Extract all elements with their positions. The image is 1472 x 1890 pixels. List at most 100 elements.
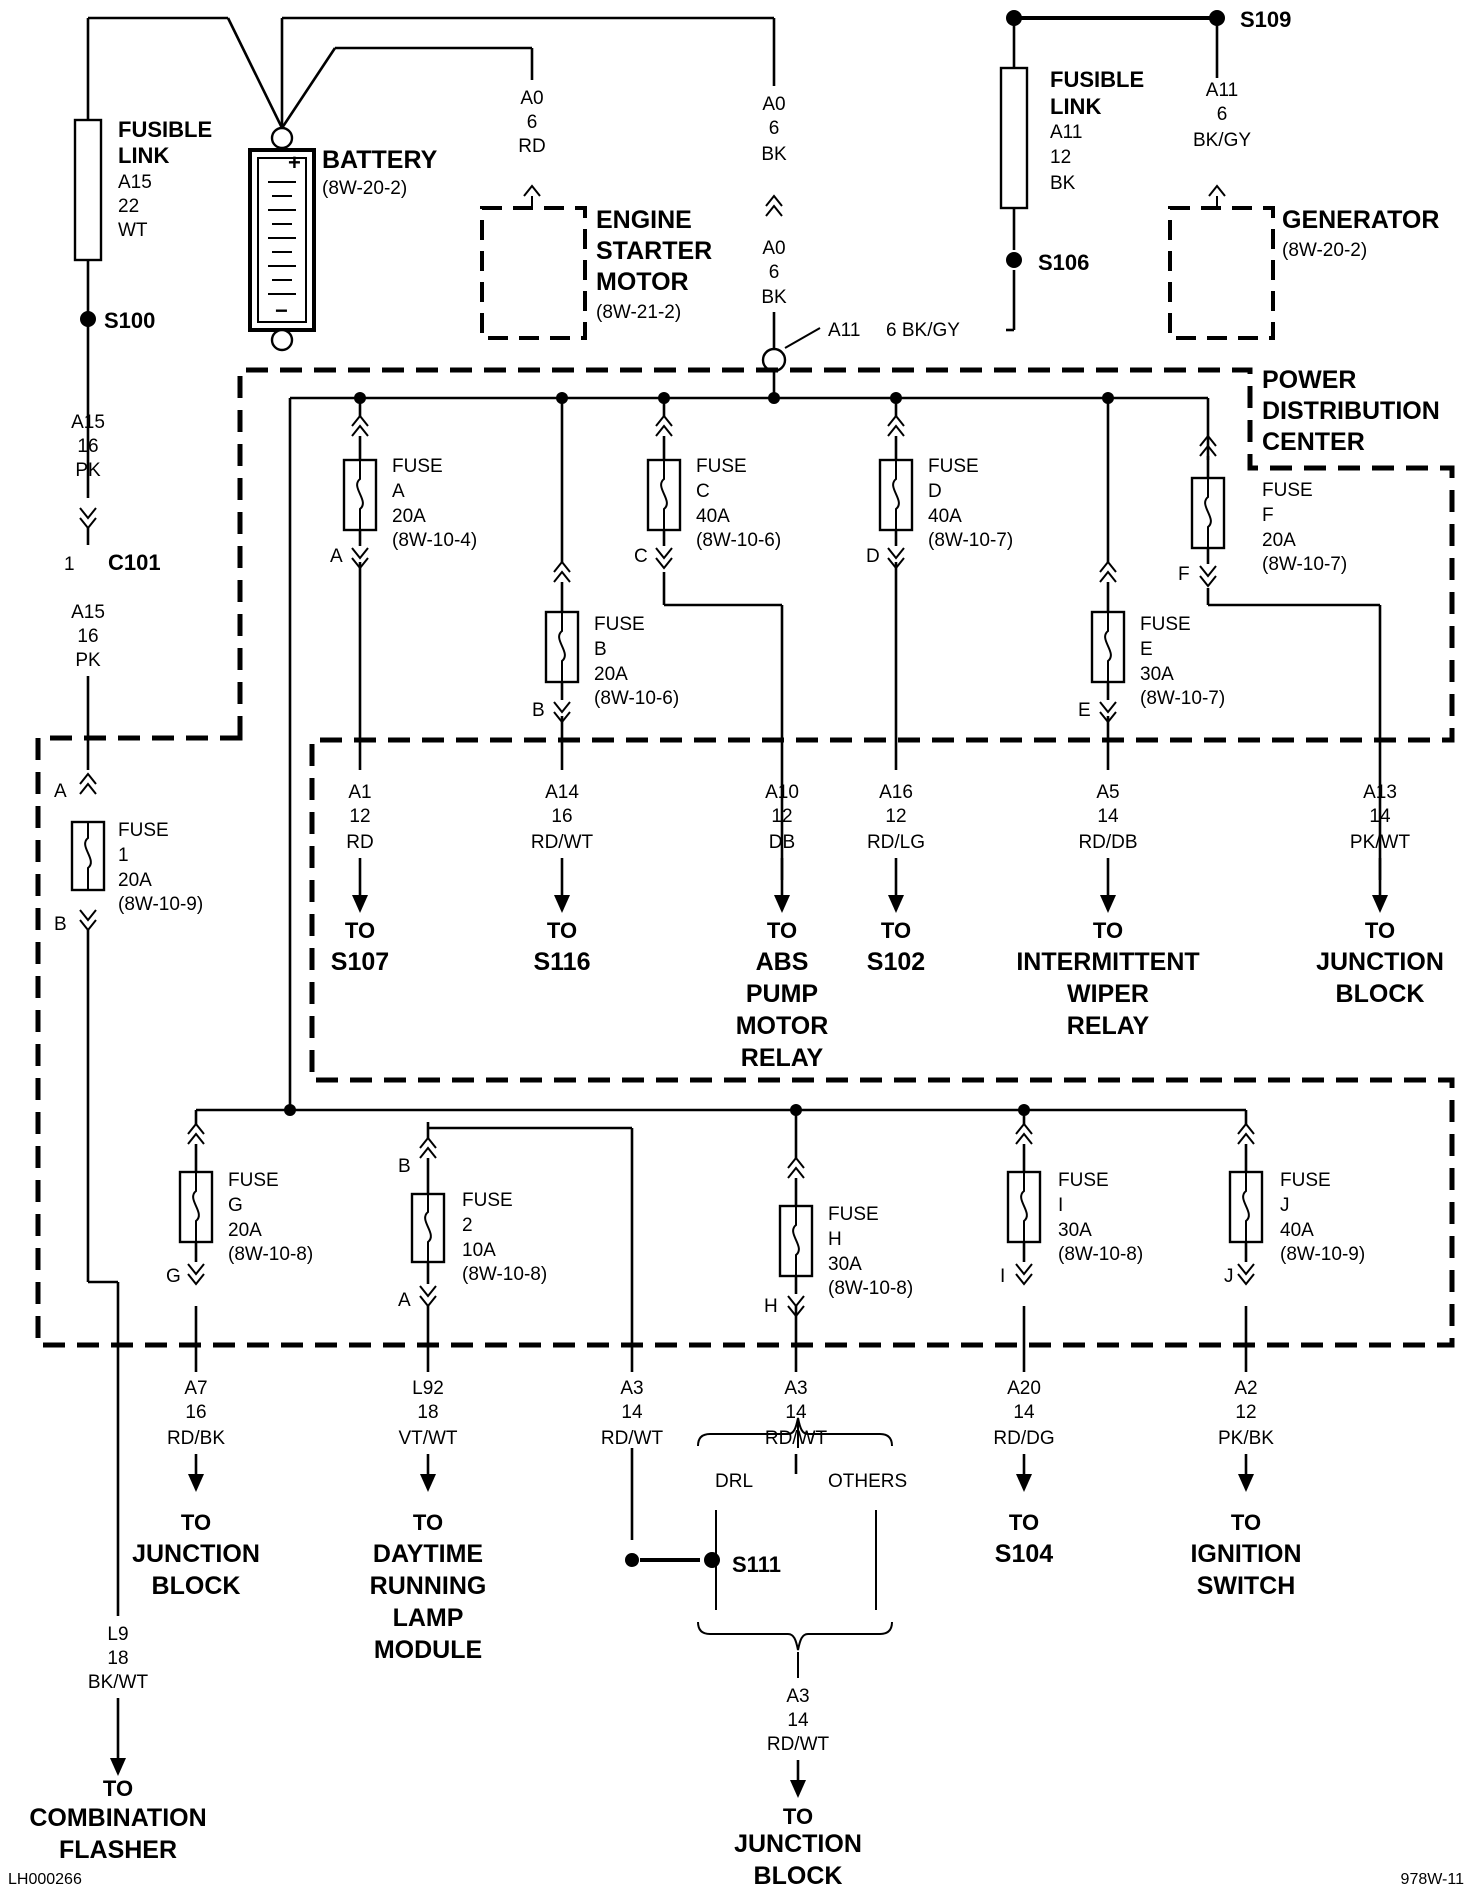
svg-text:12: 12 — [1050, 147, 1071, 168]
svg-text:(8W-10-6): (8W-10-6) — [696, 530, 781, 551]
svg-text:G: G — [166, 1266, 181, 1287]
svg-text:(8W-10-7): (8W-10-7) — [1140, 688, 1225, 709]
svg-text:14: 14 — [621, 1402, 643, 1423]
svg-text:40A: 40A — [696, 506, 730, 527]
svg-text:30A: 30A — [828, 1254, 862, 1275]
battery: + − BATTERY (8W-20-2) — [226, 16, 774, 352]
svg-text:A0: A0 — [762, 238, 785, 259]
svg-text:16: 16 — [77, 626, 98, 647]
svg-text:RD: RD — [346, 832, 373, 853]
svg-text:TO: TO — [881, 918, 911, 943]
svg-text:14: 14 — [1097, 806, 1119, 827]
svg-text:RD/WT: RD/WT — [601, 1428, 664, 1449]
svg-text:14: 14 — [1013, 1402, 1035, 1423]
svg-text:A2: A2 — [1234, 1378, 1257, 1399]
svg-text:RD/WT: RD/WT — [531, 832, 594, 853]
svg-text:MODULE: MODULE — [374, 1636, 482, 1664]
svg-text:H: H — [828, 1229, 842, 1250]
svg-text:DISTRIBUTION: DISTRIBUTION — [1262, 397, 1440, 425]
svg-text:6: 6 — [1217, 104, 1228, 125]
svg-text:1: 1 — [64, 554, 75, 575]
svg-text:RUNNING: RUNNING — [370, 1572, 487, 1600]
svg-text:C: C — [634, 546, 648, 567]
wire-a0-bk: A0 6 BK A0 6 BK A11 6 BK/GY — [761, 18, 960, 398]
svg-text:A3: A3 — [620, 1378, 643, 1399]
svg-text:RD/DB: RD/DB — [1078, 832, 1137, 853]
svg-text:12: 12 — [771, 806, 792, 827]
svg-text:J: J — [1280, 1195, 1290, 1216]
svg-text:A20: A20 — [1007, 1378, 1041, 1399]
svg-text:A15: A15 — [71, 412, 105, 433]
svg-text:TO: TO — [547, 918, 577, 943]
svg-text:(8W-10-8): (8W-10-8) — [462, 1264, 547, 1285]
svg-text:VT/WT: VT/WT — [398, 1428, 457, 1449]
svg-text:14: 14 — [787, 1710, 809, 1731]
a11-inline-label2: 6 BK/GY — [886, 320, 960, 341]
svg-text:I: I — [1058, 1195, 1063, 1216]
svg-text:(8W-10-9): (8W-10-9) — [118, 894, 203, 915]
svg-text:S102: S102 — [867, 948, 925, 976]
svg-text:14: 14 — [785, 1402, 807, 1423]
svg-text:20A: 20A — [594, 664, 628, 685]
svg-text:A5: A5 — [1096, 782, 1119, 803]
splice-s111-group: DRL OTHERS S111 A3 14 RD/WT TO JUNCTION … — [697, 1417, 907, 1890]
svg-text:A0: A0 — [520, 88, 543, 109]
svg-text:A: A — [54, 781, 67, 802]
svg-text:(8W-10-9): (8W-10-9) — [1280, 1244, 1365, 1265]
svg-text:J: J — [1224, 1266, 1234, 1287]
svg-text:C: C — [696, 481, 710, 502]
svg-text:A11: A11 — [1206, 80, 1238, 101]
svg-text:H: H — [764, 1296, 778, 1317]
svg-text:(8W-21-2): (8W-21-2) — [596, 302, 681, 323]
fusible-link-left-gauge: 22 — [118, 196, 139, 217]
svg-text:JUNCTION: JUNCTION — [734, 1830, 862, 1858]
svg-text:20A: 20A — [118, 870, 152, 891]
svg-text:1: 1 — [118, 845, 129, 866]
battery-ref: (8W-20-2) — [322, 178, 407, 199]
svg-text:FUSE: FUSE — [228, 1170, 279, 1191]
svg-text:BK/GY: BK/GY — [1193, 130, 1251, 151]
fusible-link-right: S109 S106 FUSIBLE LINK A11 12 BK — [999, 7, 1291, 332]
svg-text:FUSE: FUSE — [928, 456, 979, 477]
svg-text:FUSE: FUSE — [118, 820, 169, 841]
svg-text:A3: A3 — [786, 1686, 809, 1707]
svg-text:F: F — [1178, 564, 1190, 585]
svg-text:B: B — [54, 914, 67, 935]
svg-text:RD/WT: RD/WT — [765, 1428, 828, 1449]
svg-text:2: 2 — [462, 1215, 473, 1236]
brace-others: OTHERS — [828, 1471, 907, 1492]
svg-text:A13: A13 — [1363, 782, 1397, 803]
svg-text:16: 16 — [185, 1402, 206, 1423]
svg-text:A15: A15 — [71, 602, 105, 623]
svg-text:S116: S116 — [533, 948, 590, 976]
svg-text:20A: 20A — [1262, 530, 1296, 551]
svg-text:(8W-10-8): (8W-10-8) — [1058, 1244, 1143, 1265]
svg-text:TO: TO — [413, 1510, 443, 1535]
svg-text:PK/WT: PK/WT — [1350, 832, 1411, 853]
svg-text:BLOCK: BLOCK — [1336, 980, 1425, 1008]
svg-text:L92: L92 — [412, 1378, 444, 1399]
splice-s106: S106 — [1038, 250, 1089, 275]
svg-text:LINK: LINK — [1050, 94, 1101, 119]
wire-a15-pk-2: A15 16 PK — [71, 602, 105, 671]
svg-text:30A: 30A — [1140, 664, 1174, 685]
svg-text:RD/BK: RD/BK — [167, 1428, 225, 1449]
svg-text:(8W-10-7): (8W-10-7) — [1262, 554, 1347, 575]
svg-text:FUSE: FUSE — [696, 456, 747, 477]
svg-text:BK/WT: BK/WT — [88, 1672, 149, 1693]
svg-text:S107: S107 — [331, 948, 389, 976]
svg-text:TO: TO — [767, 918, 797, 943]
